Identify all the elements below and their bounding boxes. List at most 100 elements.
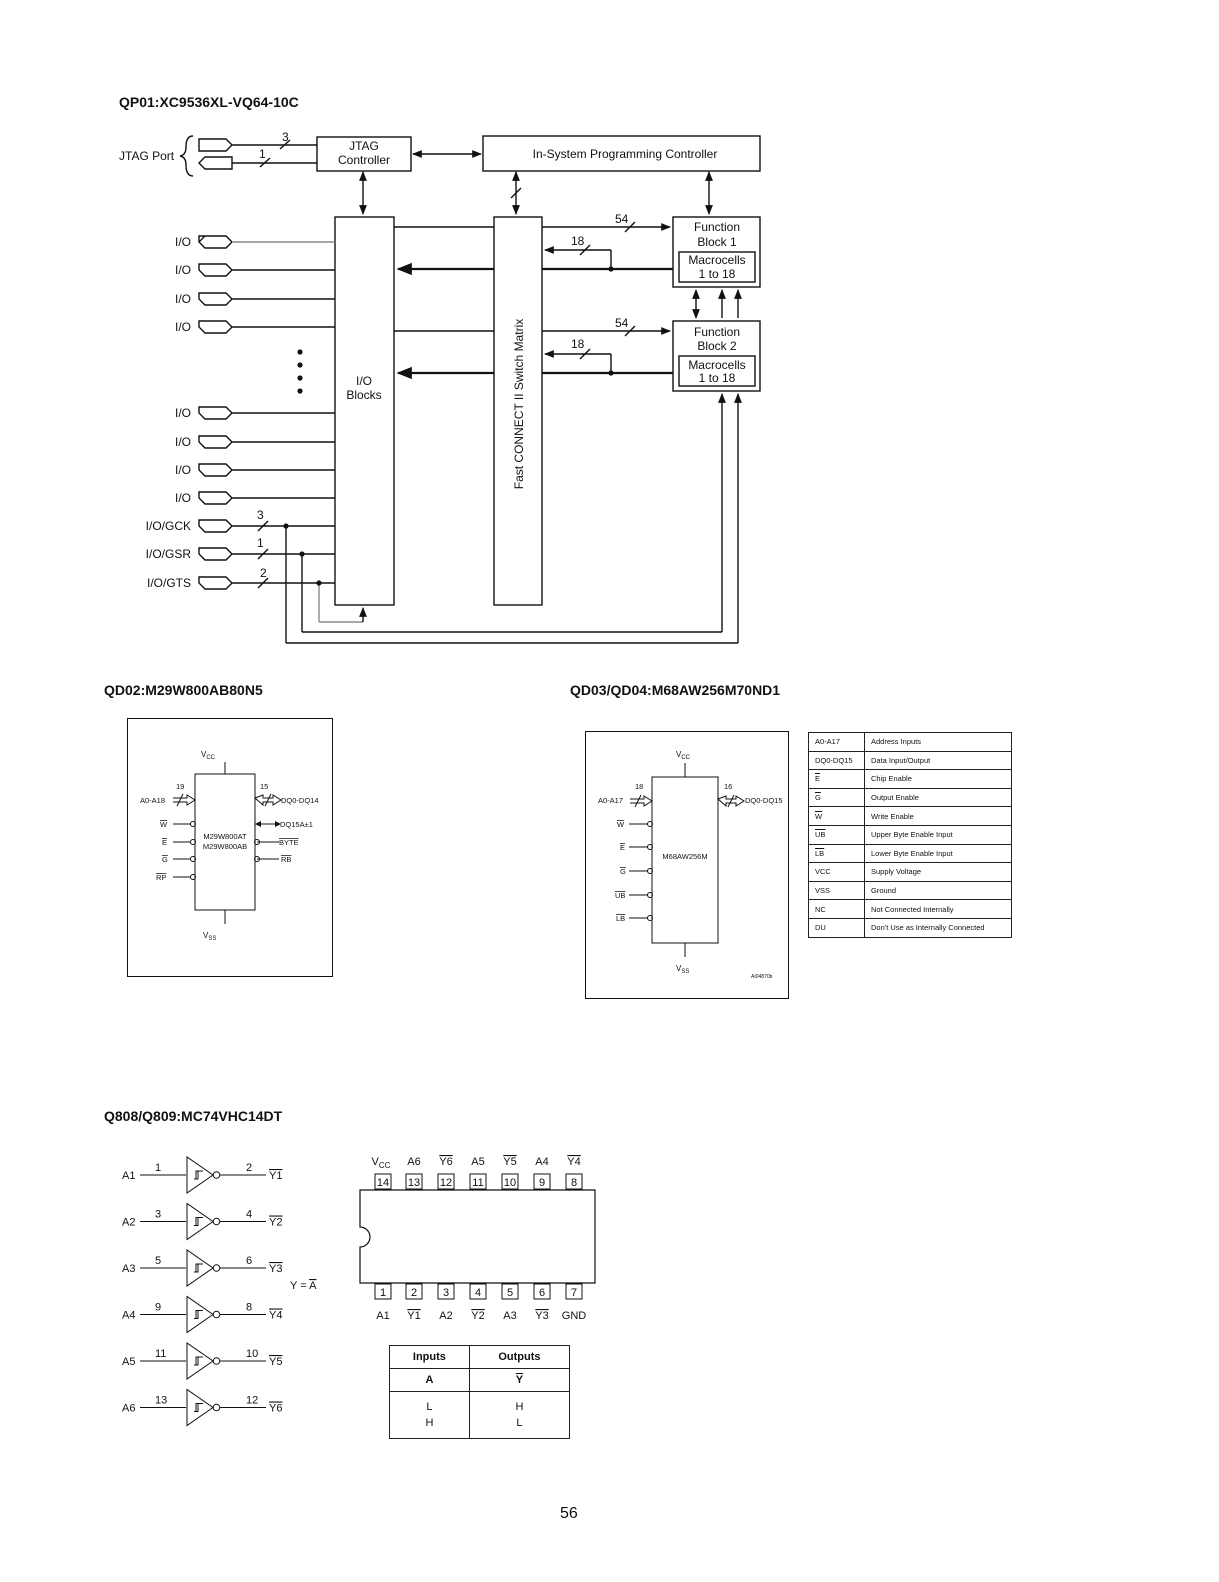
- io-label: I/O: [175, 292, 191, 306]
- pin-desc: Data Input/Output: [864, 751, 1012, 771]
- inverter-output-pin: 8: [246, 1302, 252, 1314]
- truth-inputs-header: Inputs: [389, 1345, 470, 1369]
- fb1-label-l1: Function: [694, 220, 740, 234]
- top-pin-box: [437, 1173, 455, 1190]
- bottom-pin-name: Y1: [407, 1310, 420, 1322]
- bus-width-18-a: 18: [571, 234, 585, 248]
- fb1-label-l2: Block 1: [697, 235, 737, 249]
- truth-y-l: L: [516, 1417, 523, 1429]
- top-pin-number: 13: [408, 1177, 420, 1189]
- pin-desc: Write Enable: [864, 806, 1012, 826]
- bottom-pin-number: 1: [380, 1287, 386, 1299]
- qd02-addr-count: 19: [176, 782, 184, 791]
- truth-a-l: L: [426, 1401, 433, 1413]
- qd02-dq15-label: DQ15A±1: [280, 820, 313, 829]
- pin-name: E: [808, 769, 865, 789]
- schmitt-symbol: [194, 1403, 203, 1412]
- pin-desc: Address Inputs: [864, 732, 1012, 752]
- inverter-output-label: Y6: [269, 1403, 282, 1415]
- fb2-label-l1: Function: [694, 325, 740, 339]
- inverter-triangle: [186, 1342, 214, 1380]
- pin-desc: Don't Use as Internally Connected: [864, 918, 1012, 938]
- bottom-pin-box: [374, 1283, 392, 1300]
- top-pin-box: [533, 1173, 551, 1190]
- schmitt-symbol: [194, 1310, 203, 1319]
- qd03-lb-label: LB: [616, 914, 625, 923]
- pin-name: VSS: [808, 881, 865, 901]
- inverter-triangle: [186, 1249, 214, 1287]
- truth-y-h: H: [515, 1401, 524, 1413]
- truth-col-y: Y: [468, 1368, 571, 1392]
- pin-name: DQ0-DQ15: [808, 751, 865, 771]
- qd03-vcc: VCC: [676, 750, 691, 761]
- qd02-addr-label: A0-A18: [140, 796, 165, 805]
- qd02-title: QD02:M29W800AB80N5: [104, 682, 263, 698]
- bottom-pin-box: [405, 1283, 423, 1300]
- inverter-input-label: A5: [122, 1356, 135, 1368]
- m29w800-logic-diagram: VCC VSS 19 A0-A18 15 DQ0-DQ14 DQ15A±1 W …: [127, 718, 333, 977]
- io-label: I/O: [175, 406, 191, 420]
- pin-desc: Not Connected Internally: [864, 899, 1012, 919]
- top-pin-number: 9: [539, 1177, 545, 1189]
- qd02-rb-label: RB: [281, 855, 291, 864]
- inverter-triangle: [186, 1388, 214, 1427]
- io-blocks-l1: I/O: [356, 374, 372, 388]
- bus-width-54-b: 54: [615, 316, 629, 330]
- pin-desc: Upper Byte Enable Input: [864, 825, 1012, 845]
- fb2-macrocells-l2: 1 to 18: [699, 371, 736, 385]
- io-gck-label: I/O/GCK: [146, 519, 191, 533]
- inverter-input-pin: 13: [155, 1395, 167, 1407]
- qd02-byte-label: BYTE: [279, 838, 299, 847]
- qd02-vss: VSS: [203, 931, 216, 942]
- inverter-bubble: [212, 1403, 221, 1412]
- pin-desc: Output Enable: [864, 788, 1012, 808]
- pin-name: G: [808, 788, 865, 808]
- qd03-figure-code: AI04870b: [751, 974, 773, 980]
- qd02-g-label: G: [162, 855, 168, 864]
- top-pin-number: 11: [472, 1177, 483, 1189]
- bottom-pin-box: [469, 1283, 487, 1300]
- qd03-data-label: DQ0-DQ15: [745, 796, 783, 805]
- bottom-pin-box: [501, 1283, 519, 1300]
- top-pin-box: [565, 1173, 583, 1190]
- truth-header-row: Inputs Outputs: [389, 1345, 571, 1369]
- qd02-w-label: W: [160, 820, 168, 829]
- jtag-controller-l1: JTAG: [349, 139, 379, 153]
- inverter-output-pin: 4: [246, 1209, 252, 1221]
- inverter-output-label: Y3: [269, 1263, 282, 1275]
- bottom-pin-name: Y2: [471, 1310, 484, 1322]
- qd02-e-label: E: [162, 838, 167, 847]
- top-pin-name: Y5: [503, 1156, 516, 1168]
- qd02-data-count: 15: [260, 782, 268, 791]
- bottom-pin-box: [533, 1283, 551, 1300]
- pin-name: LB: [808, 844, 865, 864]
- schmitt-symbol: [194, 1356, 203, 1366]
- io-label: I/O: [175, 435, 191, 449]
- bottom-pin-name: GND: [562, 1310, 587, 1322]
- truth-a-h: H: [425, 1417, 434, 1429]
- bottom-pin-box: [437, 1283, 455, 1300]
- inverter-output-pin: 10: [246, 1348, 258, 1360]
- qp01-title: QP01:XC9536XL-VQ64-10C: [119, 94, 299, 110]
- qd03-chip-label: M68AW256M: [662, 852, 707, 861]
- fb1-macrocells-l1: Macrocells: [688, 253, 745, 267]
- inverter-output-pin: 2: [246, 1162, 252, 1174]
- top-pin-box: [405, 1173, 423, 1190]
- top-pin-number: 10: [504, 1177, 516, 1189]
- inverter-input-pin: 9: [155, 1302, 161, 1314]
- qd02-rp-label: RP: [156, 873, 166, 882]
- bus-width-18-b: 18: [571, 337, 585, 351]
- qd03-addr-label: A0-A17: [598, 796, 623, 805]
- qd03-addr-count: 18: [635, 782, 643, 791]
- qd03-title: QD03/QD04:M68AW256M70ND1: [570, 682, 781, 698]
- pin-name: NC: [808, 899, 865, 919]
